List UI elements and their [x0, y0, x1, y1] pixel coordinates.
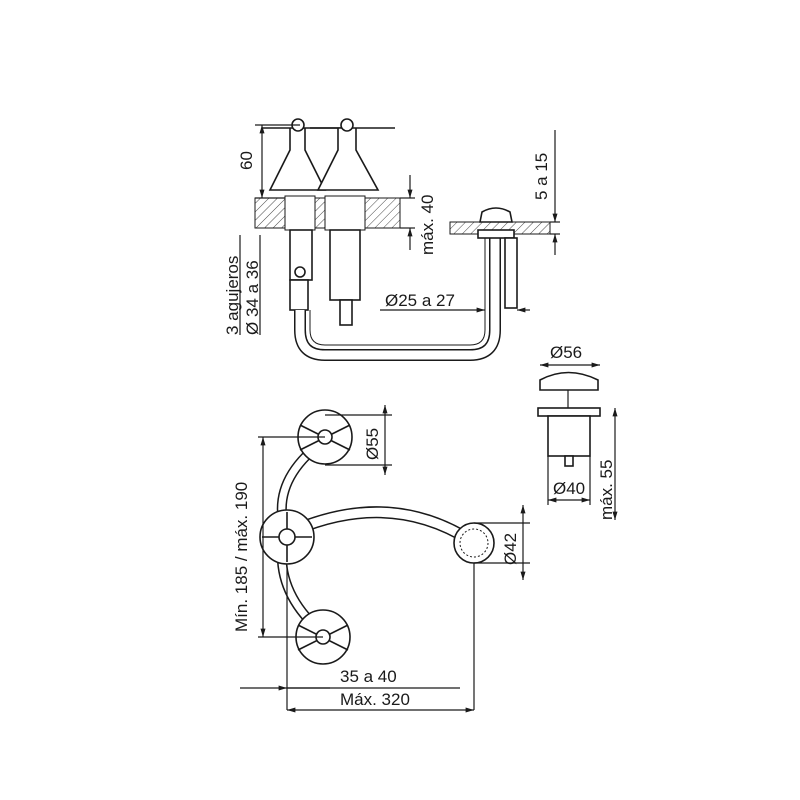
label-handle-height: 60 [237, 151, 256, 170]
label-pipe-diameter: Ø25 a 27 [385, 291, 455, 310]
label-max-deck: máx. 40 [418, 195, 437, 255]
label-max-width: Máx. 320 [340, 690, 410, 709]
cross-handle-right [310, 118, 395, 191]
label-offset: 35 a 40 [340, 667, 397, 686]
waste-detail [537, 362, 618, 520]
label-spacing: Mín. 185 / máx. 190 [232, 482, 251, 632]
label-holes-count: 3 agujeros [223, 256, 242, 335]
dimension-lines [239, 124, 560, 335]
top-waste [453, 522, 495, 564]
side-view [254, 118, 551, 361]
label-outlet-diameter: Ø42 [501, 533, 520, 565]
label-waste-deck: 5 a 15 [532, 153, 551, 200]
waste-cap [479, 207, 513, 223]
label-waste-top-diameter: Ø56 [550, 343, 582, 362]
label-holes-diameter: Ø 34 a 36 [243, 260, 262, 335]
label-waste-max-height: máx. 55 [597, 460, 616, 520]
label-handle-diameter: Ø55 [363, 428, 382, 460]
top-view [240, 405, 530, 713]
top-spout-center [259, 509, 315, 565]
label-waste-body-diameter: Ø40 [553, 479, 585, 498]
